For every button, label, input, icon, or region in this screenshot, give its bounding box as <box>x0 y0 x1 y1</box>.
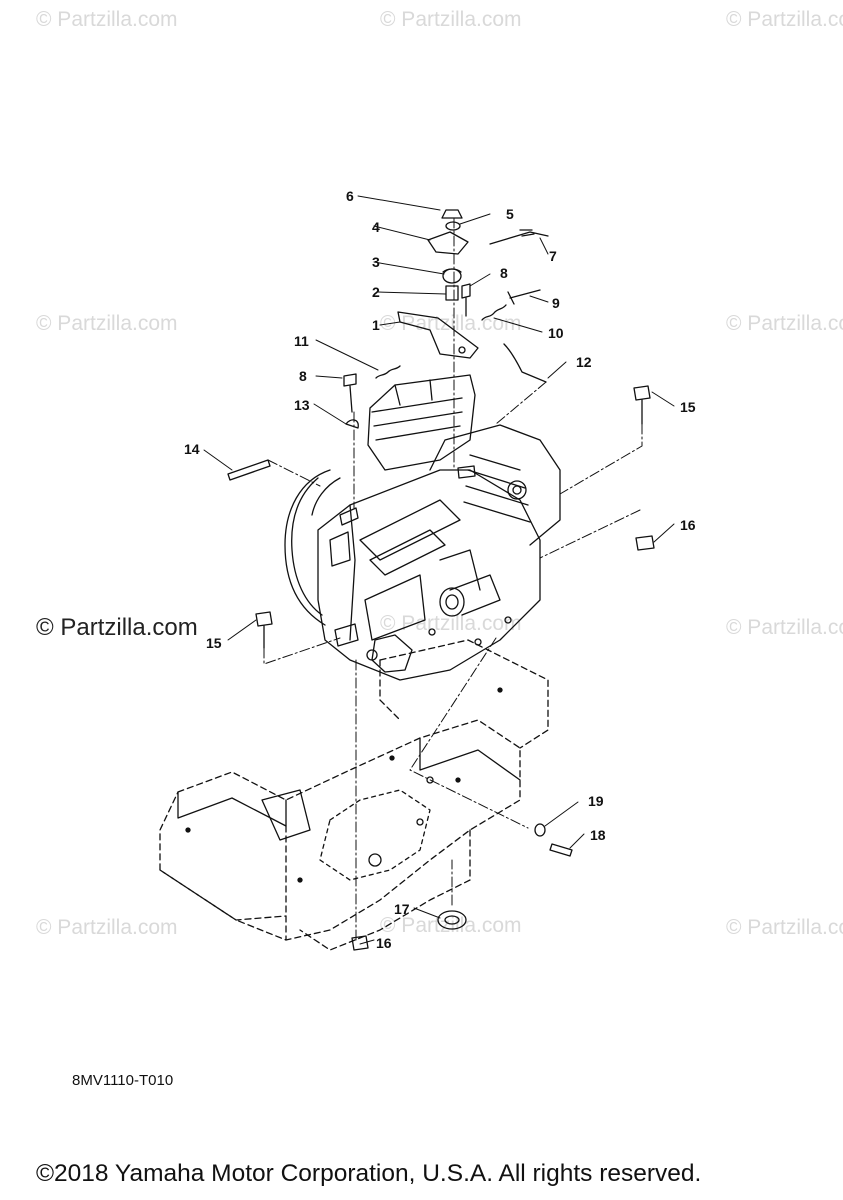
callout-6: 6 <box>346 188 354 204</box>
copyright-notice: ©2018 Yamaha Motor Corporation, U.S.A. A… <box>36 1160 702 1187</box>
watermark: © Partzilla.com <box>726 312 843 335</box>
callout-11: 12 <box>576 354 592 370</box>
watermark: © Partzilla.com <box>36 8 178 31</box>
watermark-dark: © Partzilla.com <box>36 614 198 641</box>
watermark: © Partzilla.com <box>726 616 843 639</box>
callout-18: 18 <box>590 827 606 843</box>
callout-9: 9 <box>552 295 560 311</box>
callout-8-left: 8 <box>299 368 307 384</box>
callout-10: 10 <box>548 325 564 341</box>
callout-1: 1 <box>372 317 380 333</box>
callout-4: 4 <box>372 219 380 235</box>
watermark: © Partzilla.com <box>380 8 522 31</box>
callout-14: 14 <box>184 441 200 457</box>
callout-2: 2 <box>372 284 380 300</box>
callout-5: 5 <box>506 206 514 222</box>
throttle-bracket-assembly <box>227 209 549 481</box>
callout-15-left: 15 <box>206 635 222 651</box>
callout-3: 3 <box>372 254 380 270</box>
assembly-lines <box>263 217 643 941</box>
callout-leaders <box>203 195 675 945</box>
callout-16-bottom: 16 <box>376 935 392 951</box>
callout-7: 7 <box>549 248 557 264</box>
watermark: © Partzilla.com <box>726 916 843 939</box>
watermark: © Partzilla.com <box>380 914 522 937</box>
callout-17: 17 <box>394 901 410 917</box>
watermark: © Partzilla.com <box>726 8 843 31</box>
callout-labels: 6 5 4 7 3 8 2 9 1 10 11 12 8 13 15 14 16… <box>184 188 696 951</box>
watermark: © Partzilla.com <box>36 312 178 335</box>
engine-assembly <box>284 374 561 681</box>
watermark: © Partzilla.com <box>36 916 178 939</box>
callout-8-top: 8 <box>500 265 508 281</box>
mount-hardware <box>255 385 655 951</box>
watermark: © Partzilla.com <box>380 612 522 635</box>
callout-16-right: 16 <box>680 517 696 533</box>
callout-15-right: 15 <box>680 399 696 415</box>
callout-13: 13 <box>294 397 310 413</box>
callout-19: 19 <box>588 793 604 809</box>
callout-12: 11 <box>294 333 309 349</box>
drawing-code: 8MV1110-T010 <box>72 1072 174 1089</box>
frame-chassis <box>159 639 549 951</box>
